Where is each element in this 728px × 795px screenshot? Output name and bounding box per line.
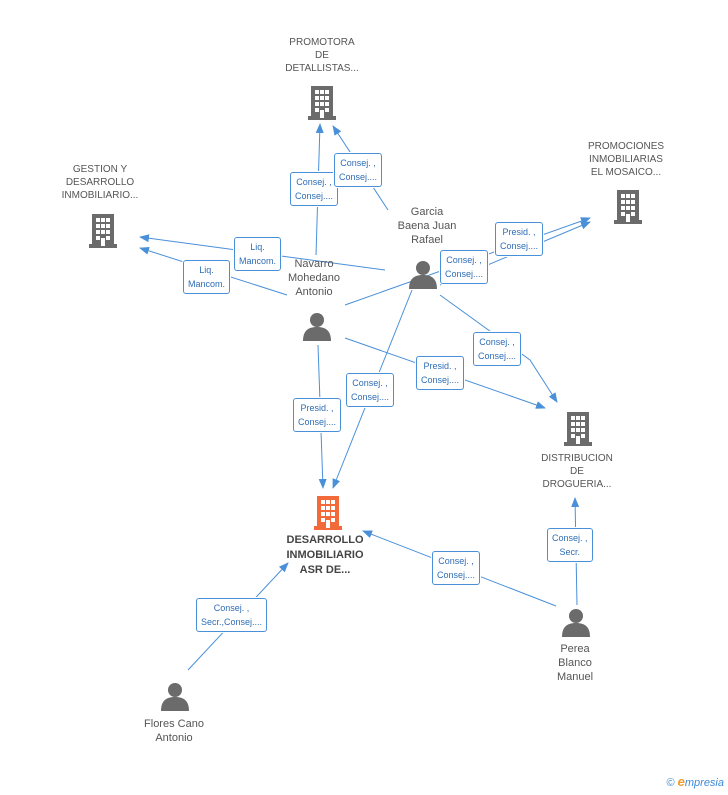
person-label-garcia[interactable]: Garcia Baena Juan Rafael — [397, 206, 457, 246]
copyright-mark: © — [666, 777, 675, 789]
brand-logo-text: mpresia — [684, 777, 724, 789]
company-label-promotora[interactable]: PROMOTORA DE DETALLISTAS... — [285, 37, 359, 74]
person-label-perea[interactable]: Perea Blanco Manuel — [556, 643, 594, 683]
empresia-brand[interactable]: © empresia — [666, 774, 724, 789]
company-label-gestion[interactable]: GESTION Y DESARROLLO INMOBILIARIO... — [61, 164, 139, 201]
edge-label-garcia-promotora[interactable]: Consej. , Consej.... — [334, 153, 383, 187]
edge-line-garcia-distribucion — [439, 294, 558, 403]
edge-label-navarro-gestion[interactable]: Liq. Mancom. — [183, 260, 231, 294]
company-label-distribucion[interactable]: DISTRIBUCION DE DROGUERIA... — [541, 453, 613, 490]
building-icon-distribucion[interactable] — [564, 412, 592, 446]
edge-label-garcia-desarrollo[interactable]: Consej. , Consej.... — [346, 373, 395, 407]
company-label-desarrollo[interactable]: DESARROLLO INMOBILIARIO ASR DE... — [286, 534, 364, 576]
person-icon-navarro[interactable] — [303, 313, 331, 341]
person-icon-flores[interactable] — [161, 683, 189, 711]
person-label-navarro[interactable]: Navarro Mohedano Antonio — [288, 258, 340, 298]
edge-label-garcia-promociones[interactable]: Presid. , Consej.... — [495, 222, 544, 256]
person-icon-garcia[interactable] — [409, 261, 437, 289]
building-icon-promociones[interactable] — [614, 190, 642, 224]
edge-label-flores-desarrollo[interactable]: Consej. , Secr.,Consej.... — [196, 598, 268, 632]
edge-label-navarro-promotora[interactable]: Consej. , Consej.... — [290, 172, 339, 206]
edge-label-garcia-distribucion[interactable]: Consej. , Consej.... — [473, 332, 522, 366]
person-icon-perea[interactable] — [562, 609, 590, 637]
building-icon-desarrollo[interactable] — [314, 496, 342, 530]
company-label-promociones[interactable]: PROMOCIONES INMOBILIARIAS EL MOSAICO... — [587, 141, 665, 178]
edge-label-navarro-distribucion[interactable]: Presid. , Consej.... — [416, 356, 465, 390]
edge-label-garcia-gestion[interactable]: Liq. Mancom. — [234, 237, 282, 271]
edge-label-perea-distribucion[interactable]: Consej. , Secr. — [547, 528, 593, 562]
edge-label-navarro-desarrollo[interactable]: Presid. , Consej.... — [293, 398, 342, 432]
edge-label-perea-desarrollo[interactable]: Consej. , Consej.... — [432, 551, 481, 585]
brand-logo-e: e — [677, 774, 685, 789]
building-icon-promotora[interactable] — [308, 86, 336, 120]
person-label-flores[interactable]: Flores Cano Antonio — [144, 718, 204, 744]
edge-label-navarro-promociones[interactable]: Consej. , Consej.... — [440, 250, 489, 284]
building-icon-gestion[interactable] — [89, 214, 117, 248]
